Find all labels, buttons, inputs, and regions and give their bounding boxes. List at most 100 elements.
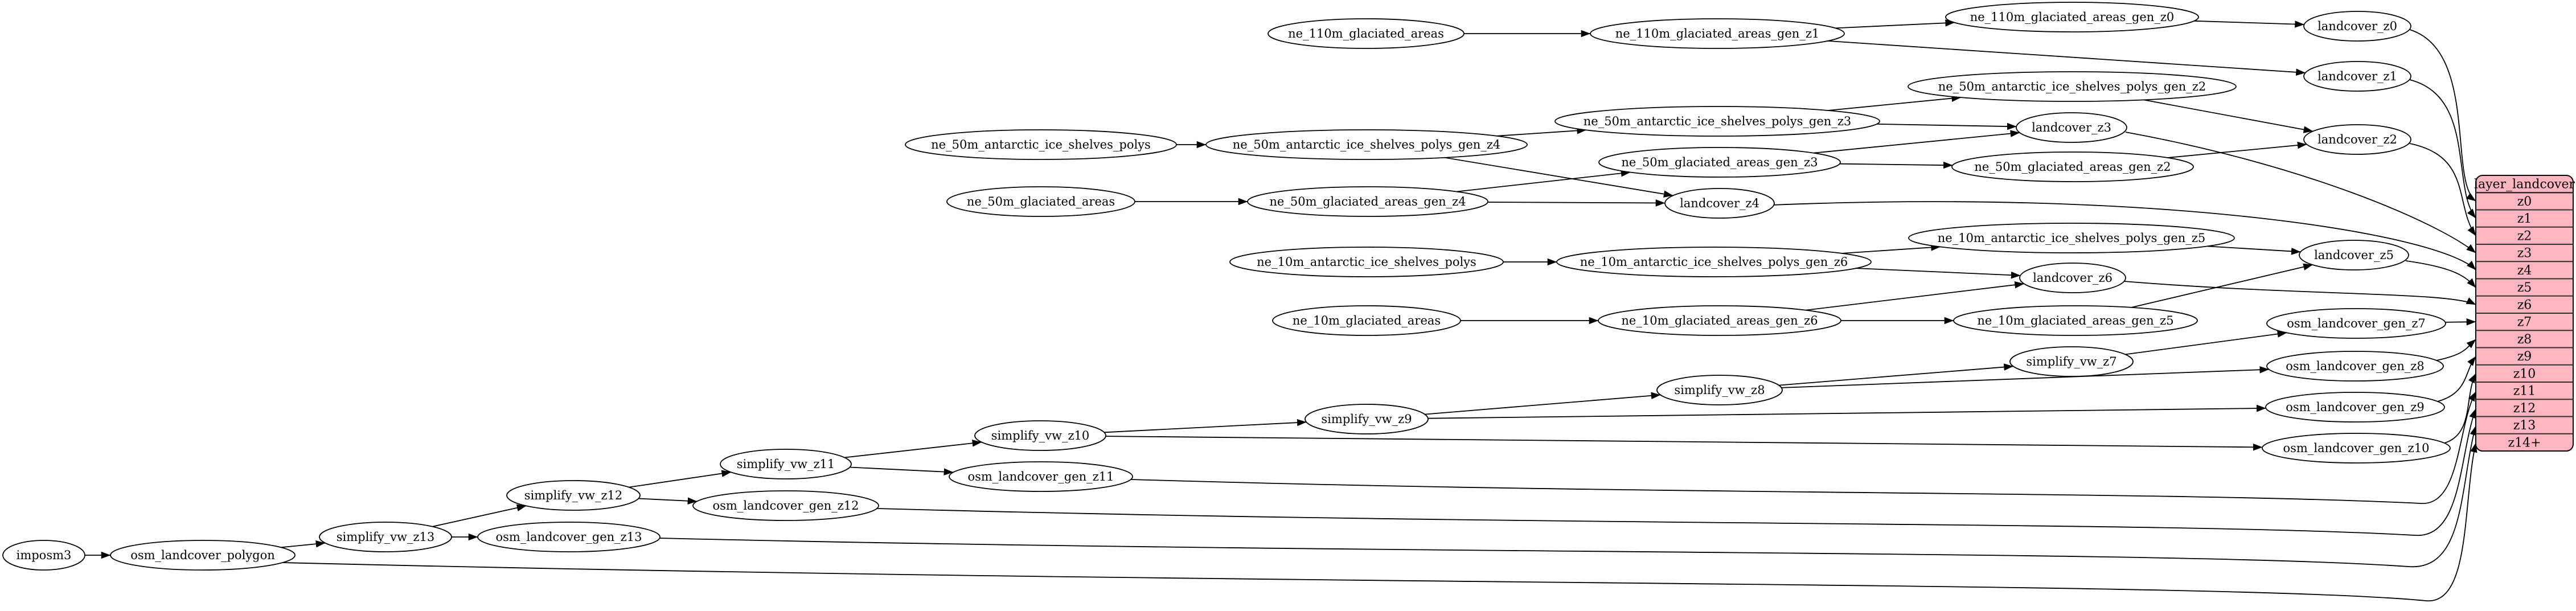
node-simplify_vw_z7: simplify_vw_z7 (2009, 346, 2134, 377)
node-label-osm_landcover_polygon: osm_landcover_polygon (130, 548, 275, 562)
node-ellipse-ne_50m_antarctic_ice_shelves_polys_gen_z3 (1554, 106, 1880, 137)
node-label-ne_110m_glaciated_areas_gen_z0: ne_110m_glaciated_areas_gen_z0 (1970, 10, 2175, 24)
node-ellipse-simplify_vw_z13 (319, 522, 452, 552)
node-ellipse-landcover_z0 (2303, 11, 2411, 42)
node-ne_50m_antarctic_ice_shelves_polys: ne_50m_antarctic_ice_shelves_polys (905, 129, 1177, 160)
node-ellipse-ne_50m_glaciated_areas_gen_z3 (1598, 147, 1841, 178)
node-label-ne_50m_antarctic_ice_shelves_polys: ne_50m_antarctic_ice_shelves_polys (931, 138, 1151, 151)
node-osm_landcover_gen_z11: osm_landcover_gen_z11 (949, 461, 1133, 492)
edge-osm_landcover_polygon-to-simplify-vw-z13 (281, 540, 326, 548)
node-ellipse-ne_50m_antarctic_ice_shelves_polys_gen_z4 (1205, 129, 1528, 160)
node-ellipse-landcover_z2 (2303, 124, 2411, 155)
node-label-imposm3: imposm3 (17, 548, 72, 562)
node-simplify_vw_z8: simplify_vw_z8 (1656, 375, 1783, 405)
node-ellipse-simplify_vw_z11 (720, 449, 852, 479)
edge-ne_50m_glaciated_areas_gen_z3-to-ne-50m-glaciated-areas-gen-z2 (1839, 161, 1953, 169)
node-label-ne_50m_glaciated_areas_gen_z4: ne_50m_glaciated_areas_gen_z4 (1269, 195, 1466, 208)
table-row-z10: z10 (2513, 367, 2536, 381)
edge-osm_landcover_polygon-to-row-z14- (282, 442, 2477, 601)
node-label-osm_landcover_gen_z7: osm_landcover_gen_z7 (2287, 317, 2426, 330)
edge-simplify_vw_z9-to-simplify-vw-z8 (1425, 392, 1661, 415)
node-ellipse-ne_50m_glaciated_areas_gen_z4 (1247, 186, 1488, 217)
node-ellipse-ne_110m_glaciated_areas (1268, 18, 1465, 49)
node-ellipse-osm_landcover_gen_z8 (2266, 351, 2444, 382)
node-label-ne_10m_glaciated_areas_gen_z6: ne_10m_glaciated_areas_gen_z6 (1621, 314, 1818, 327)
table-row-z7: z7 (2517, 315, 2532, 330)
node-ellipse-ne_110m_glaciated_areas_gen_z0 (1945, 2, 2199, 32)
table-row-z2: z2 (2517, 229, 2532, 243)
node-label-osm_landcover_gen_z10: osm_landcover_gen_z10 (2283, 441, 2430, 455)
edge-osm_landcover_gen_z12-to-row-z12 (876, 408, 2476, 536)
node-label-ne_10m_antarctic_ice_shelves_polys_gen_z6: ne_10m_antarctic_ice_shelves_polys_gen_z… (1580, 255, 1848, 269)
edge-simplify_vw_z11-to-simplify-vw-z10 (844, 440, 982, 458)
node-ellipse-osm_landcover_gen_z13 (477, 522, 661, 552)
edge-landcover_z5-to-row-z5 (2405, 260, 2476, 288)
node-ne_50m_antarctic_ice_shelves_polys_gen_z3: ne_50m_antarctic_ice_shelves_polys_gen_z… (1554, 106, 1880, 137)
edge-ne_50m_glaciated_areas_gen_z3-to-landcover-z3 (1814, 130, 2020, 154)
edge-landcover_z6-to-row-z6 (2123, 281, 2476, 305)
edge-osm_landcover_gen_z13-to-row-z13 (658, 425, 2477, 567)
edge-simplify_vw_z10-to-osm-landcover-gen-z10 (1105, 436, 2263, 451)
table-row-z6: z6 (2517, 298, 2532, 312)
edge-ne_110m_glaciated_areas_gen_z1-to-ne-110m-glaciated-areas-gen-z0 (1835, 19, 1955, 29)
node-ellipse-ne_10m_glaciated_areas_gen_z5 (1953, 305, 2198, 336)
node-label-osm_landcover_gen_z11: osm_landcover_gen_z11 (968, 470, 1114, 483)
table-row-z0: z0 (2517, 195, 2532, 209)
node-ellipse-ne_50m_antarctic_ice_shelves_polys (905, 129, 1177, 160)
node-simplify_vw_z13: simplify_vw_z13 (319, 522, 452, 552)
node-ellipse-simplify_vw_z12 (506, 480, 641, 511)
node-ellipse-landcover_z3 (2016, 112, 2127, 143)
edge-simplify_vw_z12-to-simplify-vw-z11 (629, 470, 732, 488)
node-ellipse-simplify_vw_z7 (2009, 346, 2134, 377)
node-label-simplify_vw_z9: simplify_vw_z9 (1321, 412, 1412, 426)
node-ne_10m_glaciated_areas: ne_10m_glaciated_areas (1272, 305, 1461, 336)
node-ellipse-simplify_vw_z9 (1305, 404, 1429, 434)
node-label-landcover_z5: landcover_z5 (2314, 248, 2394, 262)
node-label-ne_10m_antarctic_ice_shelves_polys: ne_10m_antarctic_ice_shelves_polys (1257, 255, 1476, 269)
node-label-osm_landcover_gen_z9: osm_landcover_gen_z9 (2286, 400, 2425, 414)
node-osm_landcover_gen_z13: osm_landcover_gen_z13 (477, 522, 661, 552)
edge-ne_50m_antarctic_ice_shelves_polys_gen_z4-to-ne-50m-antarctic-ice-shelves-polys-gen-z3 (1496, 127, 1587, 137)
node-label-ne_50m_glaciated_areas: ne_50m_glaciated_areas (967, 195, 1115, 208)
node-landcover_z3: landcover_z3 (2016, 112, 2127, 143)
node-osm_landcover_gen_z12: osm_landcover_gen_z12 (692, 490, 879, 521)
node-label-ne_10m_glaciated_areas: ne_10m_glaciated_areas (1293, 314, 1441, 327)
edge-ne_10m_antarctic_ice_shelves_polys_gen_z6-to-ne-10m-antarctic-ice-shelves-polys-gen-z5 (1842, 244, 1941, 254)
edge-landcover_z0-to-row-z0 (2409, 29, 2476, 202)
edge-ne_10m_glaciated_areas_gen_z6-to-landcover-z6 (1806, 281, 2024, 311)
node-label-ne_50m_antarctic_ice_shelves_polys_gen_z3: ne_50m_antarctic_ice_shelves_polys_gen_z… (1584, 114, 1852, 128)
node-ellipse-simplify_vw_z8 (1656, 375, 1783, 405)
node-label-simplify_vw_z11: simplify_vw_z11 (737, 457, 835, 471)
table-row-z14plus: z14+ (2508, 436, 2541, 450)
node-osm_landcover_polygon: osm_landcover_polygon (110, 540, 296, 571)
edge-simplify_vw_z8-to-simplify-vw-z7 (1779, 363, 2013, 386)
node-ellipse-ne_110m_glaciated_areas_gen_z1 (1590, 18, 1845, 49)
node-ne_10m_antarctic_ice_shelves_polys: ne_10m_antarctic_ice_shelves_polys (1229, 247, 1504, 277)
node-ellipse-landcover_z4 (1664, 188, 1775, 219)
node-simplify_vw_z9: simplify_vw_z9 (1305, 404, 1429, 434)
node-ne_50m_glaciated_areas_gen_z4: ne_50m_glaciated_areas_gen_z4 (1247, 186, 1488, 217)
node-ne_50m_glaciated_areas_gen_z2: ne_50m_glaciated_areas_gen_z2 (1951, 151, 2194, 182)
edge-ne_10m_antarctic_ice_shelves_polys_gen_z6-to-landcover-z6 (1856, 268, 2021, 279)
node-ne_10m_antarctic_ice_shelves_polys_gen_z6: ne_10m_antarctic_ice_shelves_polys_gen_z… (1556, 247, 1872, 277)
node-label-ne_50m_glaciated_areas_gen_z2: ne_50m_glaciated_areas_gen_z2 (1974, 160, 2171, 174)
node-ellipse-ne_50m_antarctic_ice_shelves_polys_gen_z2 (1908, 71, 2237, 102)
node-ellipse-ne_10m_glaciated_areas (1272, 305, 1461, 336)
node-label-ne_50m_antarctic_ice_shelves_polys_gen_z4: ne_50m_antarctic_ice_shelves_polys_gen_z… (1233, 138, 1501, 151)
node-ne_10m_glaciated_areas_gen_z6: ne_10m_glaciated_areas_gen_z6 (1598, 305, 1841, 336)
table-row-z5: z5 (2517, 281, 2532, 295)
node-ne_50m_antarctic_ice_shelves_polys_gen_z4: ne_50m_antarctic_ice_shelves_polys_gen_z… (1205, 129, 1528, 160)
table-row-z11: z11 (2513, 384, 2536, 399)
node-label-landcover_z3: landcover_z3 (2032, 121, 2111, 134)
node-label-osm_landcover_gen_z13: osm_landcover_gen_z13 (496, 530, 642, 544)
table-row-z1: z1 (2517, 212, 2532, 226)
node-ne_110m_glaciated_areas: ne_110m_glaciated_areas (1268, 18, 1465, 49)
table-row-z9: z9 (2517, 350, 2532, 364)
node-ne_10m_glaciated_areas_gen_z5: ne_10m_glaciated_areas_gen_z5 (1953, 305, 2198, 336)
edge-simplify_vw_z13-to-simplify-vw-z12 (432, 504, 527, 527)
node-label-simplify_vw_z13: simplify_vw_z13 (337, 530, 435, 544)
node-landcover_z6: landcover_z6 (2019, 263, 2126, 293)
node-ellipse-osm_landcover_polygon (110, 540, 296, 571)
node-landcover_z0: landcover_z0 (2303, 11, 2411, 42)
